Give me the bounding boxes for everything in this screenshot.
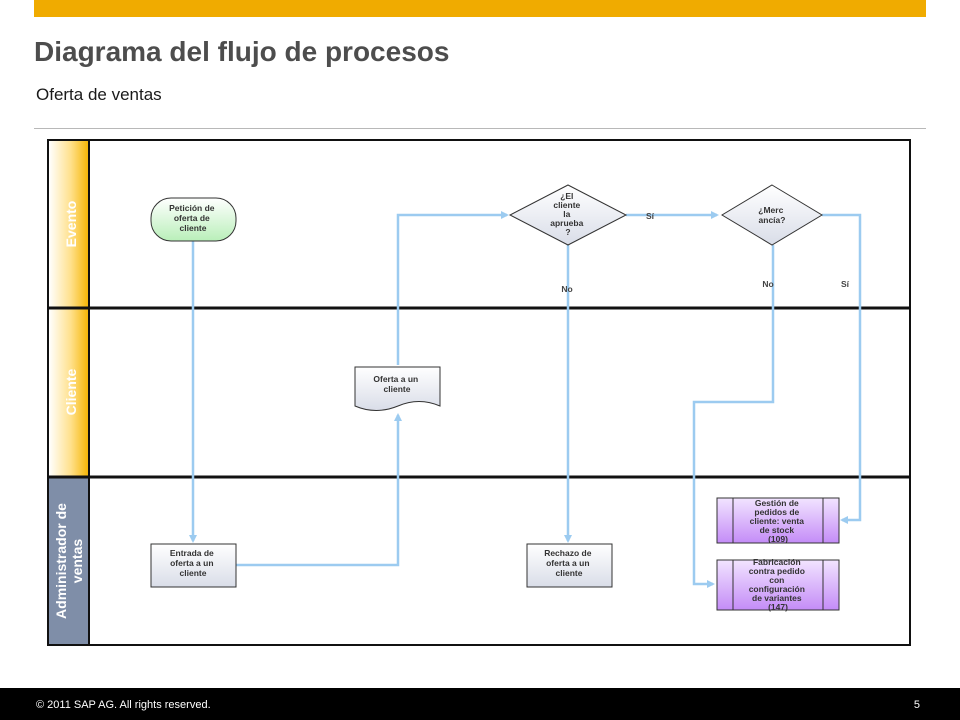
page-subtitle: Oferta de ventas <box>36 85 162 104</box>
document-oferta-cliente <box>354 366 441 411</box>
subprocess-fabricacion <box>716 559 840 611</box>
subprocess-fabricacion-label: Fabricación contra pedido con configurac… <box>749 557 808 612</box>
decision-mercancia-label: ¿Merc ancía? <box>758 205 785 225</box>
edge-label-si-2: Sí <box>841 279 850 289</box>
decision-cliente-aprueba <box>508 184 628 246</box>
subprocess-gestion-pedidos-label: Gestión de pedidos de cliente: venta de … <box>750 498 807 544</box>
decision-cliente-aprueba-label: ¿El cliente la aprueba ? <box>550 191 585 237</box>
edge-si-to-gestion <box>822 213 862 524</box>
start-event-peticion-label: Petición de oferta de cliente <box>169 203 217 233</box>
task-entrada-oferta <box>150 543 237 588</box>
task-rechazo-oferta <box>526 543 613 588</box>
task-entrada-oferta-label: Entrada de oferta a un cliente <box>170 548 216 578</box>
title-divider <box>34 128 926 129</box>
task-rechazo-oferta-label: Rechazo de oferta a un cliente <box>544 548 594 578</box>
lane-header-cliente <box>49 309 89 476</box>
lane-label-admin-line1: Administrador de <box>53 503 69 619</box>
edge-entrada-to-oferta <box>236 413 402 567</box>
copyright-text: © 2011 SAP AG. All rights reserved. <box>36 699 211 711</box>
top-accent-bar <box>34 0 926 17</box>
lane-header-admin <box>49 478 89 644</box>
document-oferta-cliente-label: Oferta a un cliente <box>373 374 420 394</box>
page-title: Diagrama del flujo de procesos <box>34 36 450 67</box>
edge-oferta-to-decision <box>396 211 509 365</box>
edge-label-si-1: Sí <box>646 211 655 221</box>
subprocess-gestion-pedidos <box>716 497 840 544</box>
lane-label-evento: Evento <box>63 201 79 248</box>
edge-no-to-fabricacion <box>692 245 775 588</box>
edge-label-no-1: No <box>561 284 572 294</box>
footer-bar: © 2011 SAP AG. All rights reserved. 5 <box>0 688 960 720</box>
edge-label-no-2: No <box>762 279 773 289</box>
page-number: 5 <box>913 699 920 711</box>
lane-label-cliente: Cliente <box>63 368 79 415</box>
decision-mercancia <box>721 184 823 246</box>
lane-header-evento <box>49 141 89 307</box>
lane-label-admin-line2: ventas <box>69 539 85 584</box>
start-event-peticion <box>150 197 237 242</box>
